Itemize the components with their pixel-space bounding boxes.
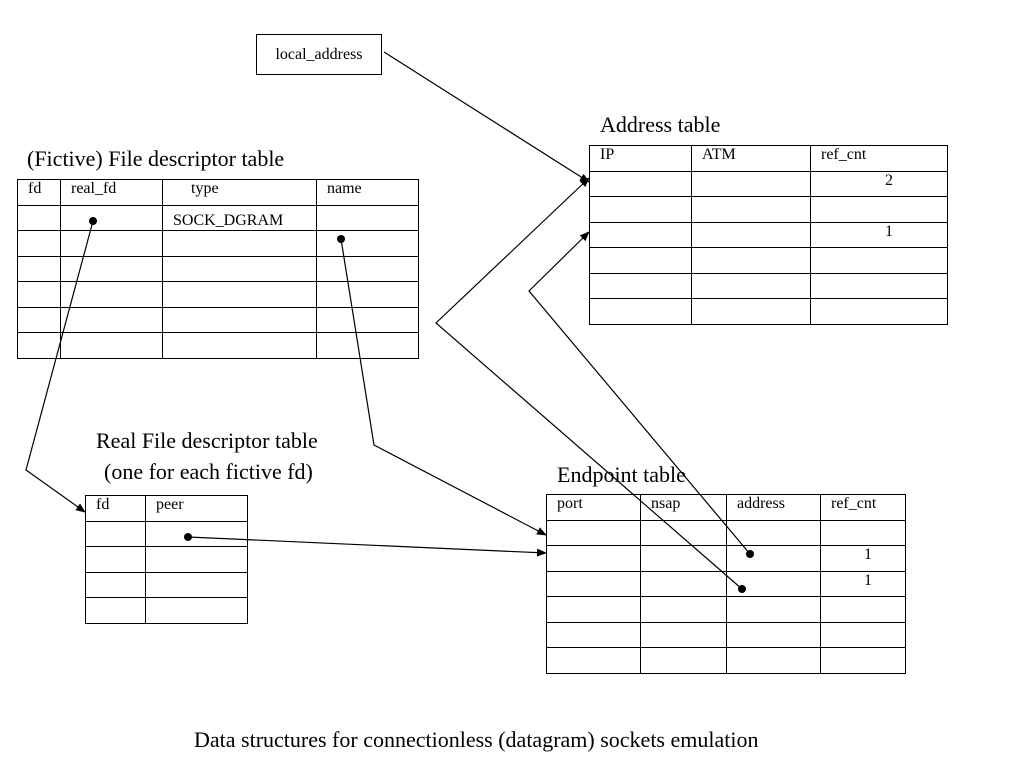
- figure-caption: Data structures for connectionless (data…: [194, 727, 759, 752]
- table-row: [85, 597, 248, 624]
- address-table: IP ATM ref_cnt 2 1: [589, 145, 948, 325]
- table-row: [546, 647, 906, 674]
- table-row: [17, 306, 419, 333]
- arrow-local-address-to-address-table: [383, 51, 590, 183]
- table-row: [85, 571, 248, 598]
- arrow-endpoint-address-to-address-row1: [435, 177, 743, 590]
- arrow-name-to-endpoint-table: [340, 238, 547, 536]
- arrow-real-fd-to-real-fd-table: [25, 220, 94, 513]
- table-row: 1: [589, 221, 948, 248]
- local-address-label: local_address: [275, 45, 363, 63]
- table-row: 1: [546, 545, 906, 572]
- table-row: [17, 230, 419, 257]
- fd-table: fd real_fd type name SOCK_DGRAM: [17, 179, 419, 359]
- address-table-title: Address table: [600, 112, 721, 137]
- endpoint-header-row: port nsap address ref_cnt: [546, 494, 906, 521]
- real-fd-table: fd peer: [85, 495, 248, 624]
- arrow-peer-to-endpoint-table: [187, 536, 547, 557]
- header-name: name: [316, 179, 419, 206]
- endpoint-table-title: Endpoint table: [557, 462, 686, 487]
- header-address: address: [726, 494, 821, 521]
- table-row: [85, 546, 248, 573]
- pointer-dot: [746, 550, 754, 558]
- pointer-dot: [738, 585, 746, 593]
- header-ref-cnt: ref_cnt: [820, 494, 906, 521]
- table-row: [546, 596, 906, 623]
- pointer-dot: [184, 533, 192, 541]
- pointer-dot: [337, 235, 345, 243]
- header-port: port: [546, 494, 641, 521]
- local-address-box: local_address: [256, 34, 382, 75]
- real-fd-table-title: Real File descriptor table: [96, 428, 318, 453]
- endpoint-table: port nsap address ref_cnt 1 1: [546, 494, 906, 674]
- header-peer: peer: [145, 495, 248, 522]
- table-row: [85, 520, 248, 547]
- fd-table-title: (Fictive) File descriptor table: [27, 146, 285, 171]
- ref-cnt-cell: 1: [810, 221, 948, 248]
- address-header-row: IP ATM ref_cnt: [589, 145, 948, 172]
- table-row: SOCK_DGRAM: [17, 204, 419, 231]
- header-atm: ATM: [691, 145, 811, 172]
- pointer-dot: [89, 217, 97, 225]
- table-row: [589, 298, 948, 325]
- table-row: [17, 332, 419, 359]
- table-row: [589, 196, 948, 223]
- arrow-endpoint-address-to-address-row3: [528, 231, 751, 555]
- table-row: [589, 272, 948, 299]
- real-fd-table-subtitle: (one for each fictive fd): [104, 459, 313, 484]
